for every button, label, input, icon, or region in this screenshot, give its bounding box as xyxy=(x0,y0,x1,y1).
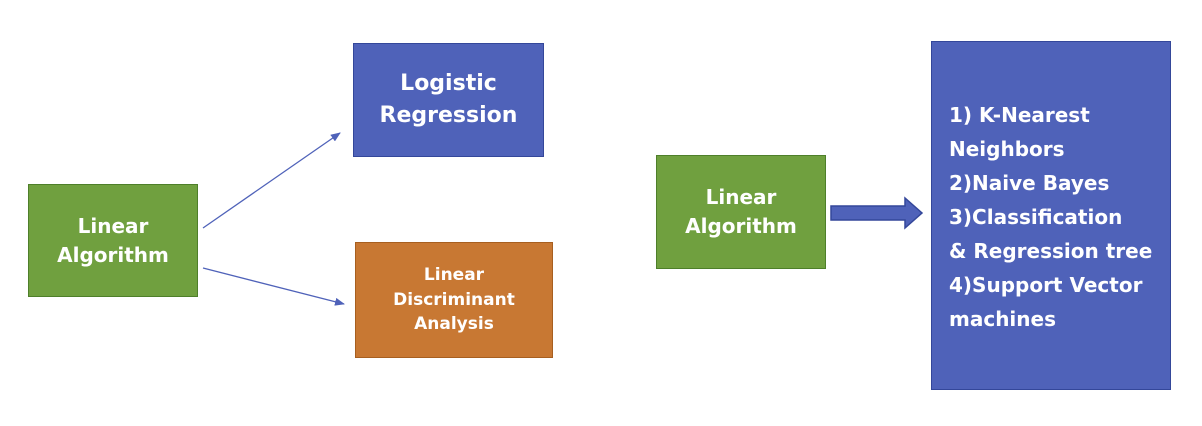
list-item: 1) K-Nearest Neighbors xyxy=(949,103,1090,161)
logistic-regression-label: Logistic Regression xyxy=(379,71,518,128)
list-item: 3)Classification & Regression tree xyxy=(949,205,1153,263)
linear-discriminant-analysis-label: Linear Discriminant Analysis xyxy=(393,265,515,335)
linear-algorithm-label-right: Linear Algorithm xyxy=(685,185,797,238)
list-item: 2)Naive Bayes xyxy=(949,171,1110,195)
block-arrow-to-algorithm-list xyxy=(830,196,924,230)
arrow-to-linear-discriminant-analysis xyxy=(202,267,345,306)
linear-algorithm-box-left: Linear Algorithm xyxy=(28,184,198,297)
linear-algorithm-label-left: Linear Algorithm xyxy=(57,213,169,267)
algorithm-list-box: 1) K-Nearest Neighbors 2)Naive Bayes 3)C… xyxy=(931,41,1171,390)
algorithm-list: 1) K-Nearest Neighbors 2)Naive Bayes 3)C… xyxy=(949,98,1152,336)
logistic-regression-box: Logistic Regression xyxy=(353,43,544,157)
list-item: 4)Support Vector machines xyxy=(949,273,1143,331)
arrow-to-logistic-regression xyxy=(202,132,341,229)
linear-discriminant-analysis-box: Linear Discriminant Analysis xyxy=(355,242,553,358)
linear-algorithm-box-right: Linear Algorithm xyxy=(656,155,826,269)
